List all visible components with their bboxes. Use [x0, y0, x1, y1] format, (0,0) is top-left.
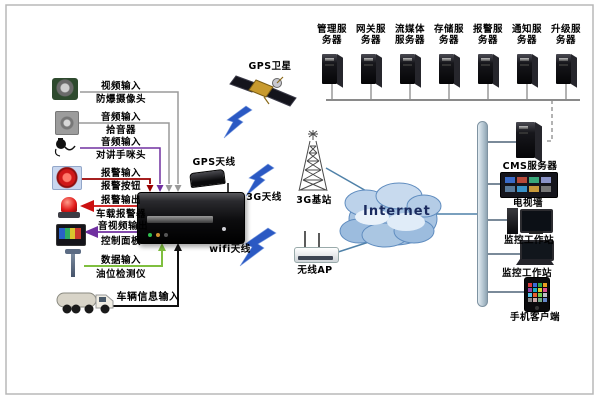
cms-server-icon — [516, 122, 542, 163]
vehicle-info-wire — [112, 250, 179, 307]
server-tower-icon — [478, 54, 499, 88]
video-input-label: 视频输入 — [100, 81, 141, 92]
laptop-workstation-label: 监控工作站 — [501, 268, 552, 279]
server-stub-lines — [331, 84, 567, 100]
server-tower-icon — [400, 54, 421, 88]
intercom-mic-icon — [52, 137, 78, 159]
base-station-label: 3G基站 — [296, 195, 332, 206]
vehicle-info-input-label: 车辆信息输入 — [116, 292, 180, 303]
data-input-wire — [84, 250, 163, 267]
server-tower-icon — [361, 54, 382, 88]
server-label-storage: 存储服 务器 — [433, 24, 464, 46]
data-input-label: 数据输入 — [100, 255, 141, 266]
client-stub-lines — [486, 141, 526, 293]
client-bus-bar — [477, 121, 488, 307]
audio-input-label: 音频输入 — [100, 112, 141, 123]
oil-sensor-device-label: 油位检测仪 — [95, 269, 146, 280]
phone-client-label: 手机客户端 — [509, 312, 560, 323]
data-arrowhead — [158, 243, 166, 251]
base-station-tower-icon — [298, 130, 328, 192]
sound-pickup-icon — [55, 111, 79, 135]
gps-antenna-label: GPS天线 — [192, 157, 236, 168]
video-input-wire — [80, 91, 179, 184]
server-label-gateway: 网关服 务器 — [355, 24, 386, 46]
server-label-notify: 通知服 务器 — [511, 24, 542, 46]
server-label-media: 流媒体 服务器 — [394, 24, 425, 46]
mobile-dvr-icon — [137, 192, 245, 244]
tv-wall-icon — [500, 172, 558, 198]
intercom-wire — [80, 147, 161, 184]
workstation-icon — [507, 206, 553, 234]
pickup-device-label: 拾音器 — [105, 125, 136, 136]
dashed-link-line — [544, 100, 553, 142]
mobile-phone-icon — [524, 277, 550, 312]
audio-input-wire — [78, 122, 170, 184]
wifi-antenna-label: wifi天线 — [209, 244, 251, 255]
siren-device-label: 车载报警器 — [95, 209, 146, 220]
vehicle-siren-icon — [58, 197, 80, 219]
intercom-arrowhead — [156, 185, 164, 192]
wireless-ap-icon — [294, 247, 339, 263]
server-label-management: 管理服 务器 — [316, 24, 347, 46]
explosion-proof-camera-icon — [52, 78, 78, 100]
wifi-bolt-icon — [239, 227, 277, 267]
ap-antennas — [304, 231, 320, 247]
alarm-button-device-label: 报警按钮 — [100, 181, 141, 192]
internet-label: Internet — [363, 204, 431, 219]
alarm-button-icon — [52, 166, 82, 190]
laptop-workstation-icon — [516, 240, 554, 266]
workstation-label: 监控工作站 — [503, 235, 554, 246]
alarm-in-arrowhead — [146, 185, 154, 192]
oil-level-sensor-icon — [63, 248, 83, 280]
alarm-output-label: 报警输出 — [100, 195, 141, 206]
wireless-ap-label: 无线AP — [297, 265, 333, 276]
internet-cloud — [339, 182, 442, 248]
server-tower-icon — [556, 54, 577, 88]
cellular-bolt-icon — [245, 163, 275, 197]
camera-device-label: 防爆摄像头 — [95, 94, 146, 105]
server-label-alarm: 报警服 务器 — [472, 24, 503, 46]
gps-satellite-label: GPS卫星 — [248, 61, 292, 72]
ap-cloud-link — [334, 240, 373, 254]
tanker-truck-icon — [56, 285, 118, 319]
frame-border — [5, 4, 594, 395]
av-output-label: 音视频输出 — [97, 221, 148, 232]
cms-server-label: CMS服务器 — [502, 161, 558, 172]
server-label-upgrade: 升级服 务器 — [550, 24, 581, 46]
server-tower-icon — [322, 54, 343, 88]
control-panel-icon — [56, 224, 86, 246]
server-tower-icon — [439, 54, 460, 88]
alarm-input-label: 报警输入 — [100, 168, 141, 179]
cellular-antenna-label: 3G天线 — [246, 192, 282, 203]
vehicle-arrowhead — [174, 243, 182, 251]
radio-bolts — [223, 105, 277, 267]
audio-arrowhead — [165, 185, 173, 192]
av-out-arrowhead — [84, 226, 98, 238]
intercom-device-label: 对讲手咪头 — [95, 150, 146, 161]
video-arrowhead — [174, 185, 182, 192]
intercom-input-label: 音频输入 — [100, 137, 141, 148]
tv-wall-label: 电视墙 — [512, 198, 543, 209]
gps-satellite-icon — [229, 75, 297, 107]
gps-bolt-icon — [223, 105, 253, 139]
alarm-out-arrowhead — [80, 200, 94, 212]
server-tower-icon — [517, 54, 538, 88]
control-panel-device-label: 控制面板 — [100, 236, 141, 247]
alarm-input-wire — [82, 178, 151, 184]
